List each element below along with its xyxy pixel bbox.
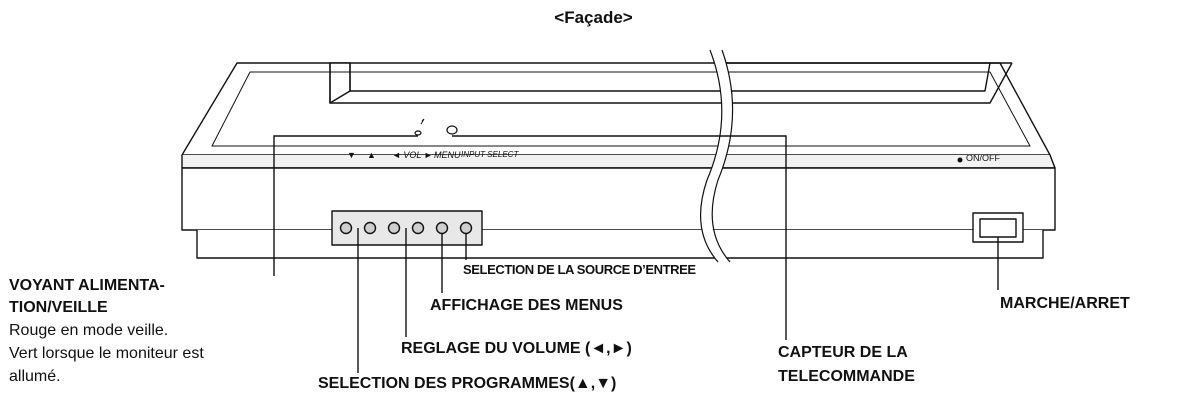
callout-voyant-desc1: Rouge en mode veille. (9, 322, 169, 339)
leader-voyant (273, 135, 418, 276)
button-vol-down[interactable] (387, 221, 401, 235)
callout-voyant-desc3: allumé. (9, 368, 61, 385)
callout-programmes: SELECTION DES PROGRAMMES(▲,▼) (318, 375, 617, 392)
button-vol-up[interactable] (411, 221, 425, 235)
button-prog-up[interactable] (363, 221, 377, 235)
callout-voyant-line2: TION/VEILLE (9, 299, 108, 316)
panel-label-prog-down: ▼ (347, 150, 356, 160)
callout-voyant-desc2: Vert lorsque le moniteur est (9, 345, 204, 362)
callout-marche: MARCHE/ARRET (1000, 295, 1130, 312)
panel-label-on-off: ON/OFF (966, 153, 1000, 163)
callout-menus: AFFICHAGE DES MENUS (430, 297, 623, 314)
callout-capteur-line2: TELECOMMANDE (778, 368, 915, 385)
callout-source: SELECTION DE LA SOURCE D’ENTREE (463, 262, 696, 277)
power-symbol-icon (420, 118, 425, 125)
on-off-icon (957, 157, 963, 163)
callout-voyant-line1: VOYANT ALIMENTA- (9, 277, 165, 294)
remote-sensor (446, 125, 458, 135)
panel-label-input-select: INPUT SELECT (461, 150, 519, 159)
button-menu[interactable] (435, 221, 449, 235)
panel-label-prog-up: ▲ (367, 150, 376, 160)
panel-label-vol: ◄ VOL ► (392, 150, 433, 160)
panel-label-menu: MENU (434, 150, 461, 160)
standby-led (414, 130, 422, 136)
leader-capteur (452, 135, 787, 340)
button-input-select[interactable] (459, 221, 473, 235)
diagram-title: <Façade> (554, 8, 633, 27)
callout-volume: REGLAGE DU VOLUME (◄,►) (401, 340, 632, 357)
callout-capteur-line1: CAPTEUR DE LA (778, 344, 908, 361)
break-mark (700, 50, 733, 262)
button-prog-down[interactable] (339, 221, 353, 235)
